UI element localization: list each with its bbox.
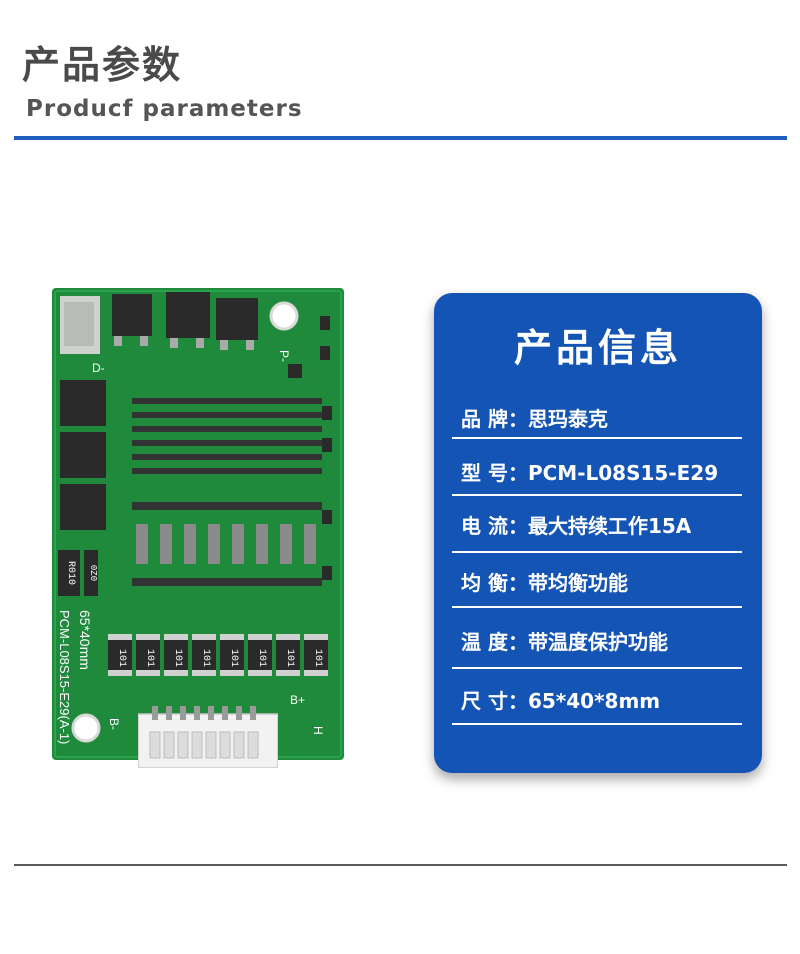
info-row-brand: 品 牌：思玛泰克 — [461, 407, 608, 431]
wire-connector — [138, 706, 278, 768]
mosfet-group — [112, 292, 258, 350]
silk-d-minus: D- — [92, 361, 105, 375]
info-row-model: 型 号：PCM-L08S15-E29 — [461, 461, 719, 485]
info-row-size: 尺 寸：65*40*8mm — [461, 689, 661, 713]
card-title: 产品信息 — [513, 326, 682, 370]
page-title-cn: 产品参数 — [22, 43, 183, 87]
power-components — [60, 380, 106, 530]
svg-text:101: 101 — [312, 649, 323, 667]
header-divider — [14, 136, 787, 140]
row-divider — [452, 667, 742, 669]
row-divider — [452, 494, 742, 496]
row-divider — [452, 437, 742, 439]
info-row-current: 电 流：最大持续工作15A — [461, 514, 692, 538]
row-divider — [452, 723, 742, 725]
svg-text:101: 101 — [172, 649, 183, 667]
svg-text:101: 101 — [228, 649, 239, 667]
svg-text:101: 101 — [256, 649, 267, 667]
silk-p-minus: P- — [277, 350, 291, 362]
footer-divider — [14, 864, 787, 866]
svg-text:101: 101 — [200, 649, 211, 667]
silk-resistor: R010 — [65, 561, 76, 585]
resistor-row — [108, 634, 328, 676]
silk-b-minus: B- — [107, 718, 121, 730]
info-row-balance: 均 衡：带均衡功能 — [461, 571, 628, 595]
svg-text:101: 101 — [116, 649, 127, 667]
pcb-product-image: R010 0Z0 D- P- 65*40mm PCM-L08S15-E29(A-… — [52, 288, 344, 760]
mounting-hole — [71, 713, 101, 743]
silk-resistor2: 0Z0 — [88, 565, 98, 581]
page-title-en: Producf parameters — [26, 96, 303, 122]
silk-b-plus: B+ — [290, 693, 305, 707]
mounting-hole — [269, 301, 299, 331]
silk-model: PCM-L08S15-E29(A-1) — [57, 610, 72, 744]
silk-size: 65*40mm — [77, 610, 93, 670]
row-divider — [452, 551, 742, 553]
svg-text:101: 101 — [284, 649, 295, 667]
product-info-card: 产品信息 品 牌：思玛泰克 型 号：PCM-L08S15-E29 电 流：最大持… — [434, 293, 762, 773]
info-row-temperature: 温 度：带温度保护功能 — [461, 630, 668, 654]
row-divider — [452, 606, 742, 608]
silk-h: H — [311, 726, 325, 735]
component-grid — [132, 398, 322, 586]
svg-text:101: 101 — [144, 649, 155, 667]
